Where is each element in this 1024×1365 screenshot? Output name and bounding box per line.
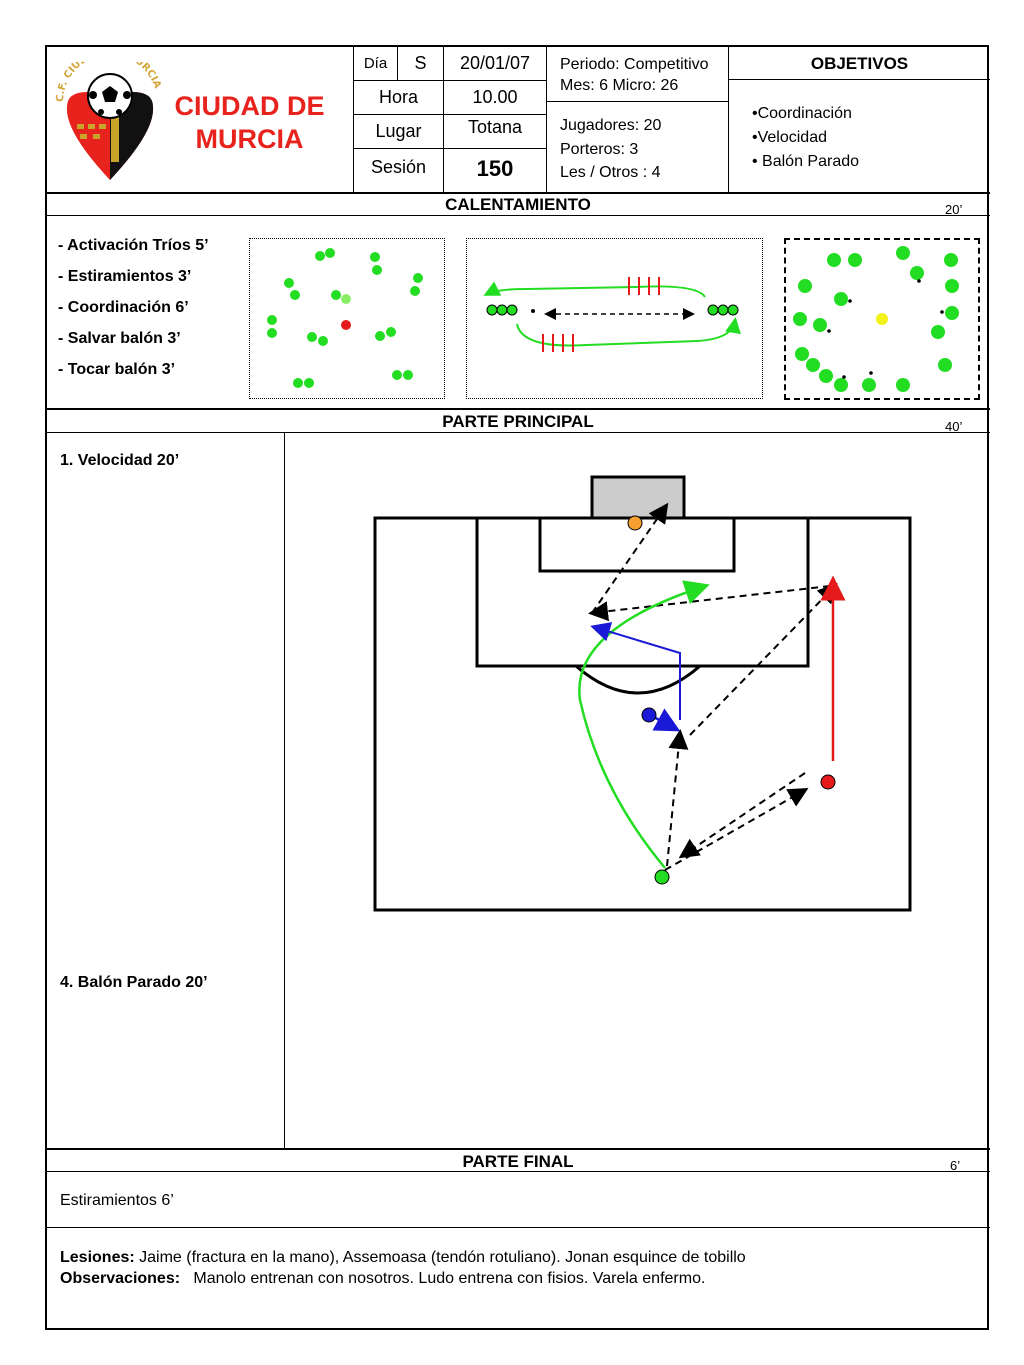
penalty-arc: [575, 664, 701, 695]
observaciones-row: Observaciones: Manolo entrenan con nosot…: [60, 1270, 705, 1288]
dia-label: Día: [363, 54, 388, 72]
player-red: [820, 774, 836, 790]
principal-minutes: 40’: [945, 419, 963, 434]
club-name-line1: CIUDAD DE: [174, 91, 325, 121]
warmup-diagram-scatter: [249, 238, 445, 399]
warmup-item: - Coordinación 6’: [58, 299, 189, 316]
club-name-line2: MURCIA: [195, 124, 304, 154]
objetivo-item: •Velocidad: [752, 129, 827, 146]
principal-item-balon-parado: 4. Balón Parado 20’: [60, 974, 208, 991]
hora-value: 10.00: [472, 87, 518, 107]
warmup-diagram-trios: [466, 238, 763, 399]
observaciones-label: Observaciones:: [60, 1270, 181, 1287]
lesiones-label: Lesiones:: [60, 1249, 135, 1266]
player-green: [654, 869, 670, 885]
sesion-value: 150: [476, 156, 514, 181]
principal-item-velocidad: 1. Velocidad 20’: [60, 452, 180, 469]
calentamiento-minutes: 20’: [945, 202, 963, 217]
date-value: 20/01/07: [459, 52, 531, 73]
sesion-label: Sesión: [370, 156, 427, 177]
club-logo: C.F. CIUDAD DE MURCIA: [55, 62, 163, 180]
lugar-value: Totana: [467, 117, 523, 137]
dia-value: S: [414, 52, 427, 73]
jugadores: Jugadores: 20: [560, 117, 662, 134]
objetivos-list: •Coordinación •Velocidad • Balón Parado: [752, 102, 859, 174]
hora-label: Hora: [378, 87, 418, 107]
lesiones-text: Jaime (fractura en la mano), Assemoasa (…: [134, 1249, 746, 1266]
calentamiento-list: - Activación Tríos 5’ - Estiramientos 3’…: [58, 230, 209, 385]
goalkeeper-orange: [627, 515, 643, 531]
lugar-label: Lugar: [375, 121, 422, 141]
goal: [590, 475, 686, 520]
les-otros: Les / Otros : 4: [560, 164, 661, 181]
pitch-diagram: [373, 475, 912, 912]
warmup-diagram-circle: [784, 238, 980, 400]
periodo: Periodo: Competitivo: [560, 56, 709, 73]
lesiones-row: Lesiones: Jaime (fractura en la mano), A…: [60, 1249, 746, 1267]
warmup-item: - Salvar balón 3’: [58, 330, 181, 347]
warmup-item: - Tocar balón 3’: [58, 361, 176, 378]
calentamiento-title: CALENTAMIENTO: [445, 195, 591, 214]
warmup-item: - Activación Tríos 5’: [58, 237, 209, 254]
session-sheet: [45, 45, 989, 1330]
principal-title: PARTE PRINCIPAL: [442, 412, 594, 431]
player-blue: [641, 707, 657, 723]
observaciones-text: Manolo entrenan con nosotros. Ludo entre…: [180, 1270, 706, 1287]
objetivos-title: OBJETIVOS: [810, 54, 909, 73]
final-text: Estiramientos 6’: [60, 1192, 174, 1209]
mes-micro: Mes: 6 Micro: 26: [560, 77, 679, 94]
porteros: Porteros: 3: [560, 141, 639, 158]
final-title: PARTE FINAL: [462, 1152, 574, 1171]
objetivo-item: • Balón Parado: [752, 153, 860, 170]
final-minutes: 6’: [950, 1158, 961, 1173]
warmup-item: - Estiramientos 3’: [58, 268, 192, 285]
objetivo-item: •Coordinación: [752, 105, 852, 122]
